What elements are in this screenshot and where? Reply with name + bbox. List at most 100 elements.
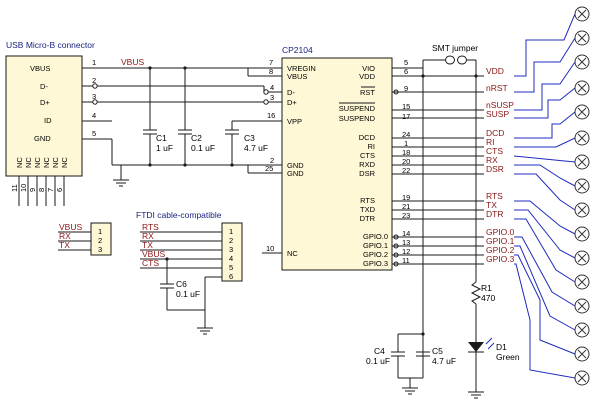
chip-pin-label-nc: NC — [287, 249, 298, 258]
chip-left-pin-number: 8 — [269, 67, 273, 76]
right-pinout-circles — [574, 6, 590, 386]
usb-nc-number: 9 — [28, 188, 37, 192]
chip-pin-label-suspend: SUSPEND — [339, 114, 376, 123]
c1-value: 1 uF — [156, 143, 173, 153]
chip-right-pin-labels: VIO VDD RST SUSPEND SUSPEND DCD RI CTS R… — [339, 64, 388, 268]
chip-right-pin-number: 24 — [402, 130, 410, 139]
chip-right-pin-number: 5 — [404, 58, 408, 67]
chip-right-pin-number: 9 — [404, 84, 408, 93]
chip-pin-label-gpio0: GPIO.0 — [363, 232, 388, 241]
c3-name: C3 — [244, 133, 255, 143]
chip-right-pin-numbers: 5 6 9 15 17 24 1 18 20 22 19 21 23 14 13… — [402, 58, 410, 265]
usb-nc-number: 8 — [37, 188, 46, 192]
chip-pin-label-vbus: VBUS — [287, 72, 307, 81]
usb-pin-number: 1 — [92, 58, 96, 67]
ftdi-net-label: RX — [142, 231, 154, 241]
ftdi-net-label: RTS — [142, 222, 159, 232]
chip-pin-label-vregin: VREGIN — [287, 64, 316, 73]
usb-connector-box — [5, 55, 83, 177]
ftdi-pin-number: 4 — [229, 254, 233, 263]
usb-pin-dplus-label: D+ — [40, 98, 50, 107]
capacitor-c3: C3 4.7 uF — [225, 120, 268, 165]
net-label: nSUSP — [486, 100, 514, 110]
ftdi-pin-number: 2 — [229, 236, 233, 245]
serial-net-label: VBUS — [59, 222, 82, 232]
r1-name: R1 — [481, 283, 492, 293]
usb-pin-wires: 1 2 3 4 5 — [82, 58, 248, 140]
chip-left-pins: 7 8 4 3 16 2 25 10 VREGIN VBUS D- D+ VPP… — [247, 58, 316, 258]
usb-pin-vbus-label: VBUS — [30, 64, 50, 73]
c3-value: 4.7 uF — [244, 143, 268, 153]
net-label: DSR — [486, 164, 504, 174]
usb-nc-label: NC — [33, 157, 42, 168]
net-label: CTS — [486, 146, 503, 156]
net-label: nRST — [486, 83, 508, 93]
usb-pin-number: 3 — [92, 92, 96, 101]
net-label: GPIO.3 — [486, 254, 515, 264]
net-label: VDD — [486, 66, 504, 76]
chip-pin-label-dcd: DCD — [359, 133, 376, 142]
chip-title: CP2104 — [282, 45, 313, 55]
chip-pin-label-gpio1: GPIO.1 — [363, 241, 388, 250]
serial-pin-number: 2 — [98, 236, 102, 245]
usb-pin-dminus-label: D- — [40, 82, 48, 91]
chip-pin-label-vdd: VDD — [359, 72, 375, 81]
usb-connector-title: USB Micro-B connector — [6, 40, 95, 50]
net-label: RX — [486, 155, 498, 165]
ftdi-pin-number: 3 — [229, 245, 233, 254]
resistor-r1-led-d1: R1 470 D1 Green — [468, 76, 520, 399]
net-label: GPIO.0 — [486, 227, 515, 237]
usb-pin-number: 2 — [92, 76, 96, 85]
chip-pin-label-dsr: DSR — [359, 169, 375, 178]
chip-right-wires — [392, 55, 484, 360]
c6-name: C6 — [176, 279, 187, 289]
capacitor-c1: C1 1 uF — [143, 66, 173, 165]
capacitor-c4-c5: C4 0.1 uF C5 4.7 uF — [366, 332, 456, 395]
usb-data-lines — [92, 83, 269, 105]
smt-jumper-pad-left — [445, 55, 455, 65]
chip-left-pin-number: 4 — [270, 83, 274, 92]
chip-pin-label-rts: RTS — [360, 196, 375, 205]
serial-net-label: TX — [59, 240, 70, 250]
ftdi-header: FTDI cable-compatible RTS RX TX VBUS CTS… — [136, 210, 243, 335]
chip-right-pin-number: 6 — [404, 67, 408, 76]
c4-value: 0.1 uF — [366, 356, 390, 366]
c5-name: C5 — [432, 346, 443, 356]
ftdi-title: FTDI cable-compatible — [136, 210, 222, 220]
chip-pin-label-cts: CTS — [360, 151, 375, 160]
c2-value: 0.1 uF — [191, 143, 215, 153]
usb-nc-label: NC — [15, 157, 24, 168]
chip-right-pin-number: 1 — [404, 139, 408, 148]
chip-left-pin-number: 7 — [269, 58, 273, 67]
net-label: DCD — [486, 128, 504, 138]
c4-name: C4 — [374, 346, 385, 356]
capacitor-c2: C2 0.1 uF — [178, 66, 215, 165]
chip-pin-label-vio: VIO — [362, 64, 375, 73]
chip-right-pin-number: 13 — [402, 238, 410, 247]
chip-pin-label-vpp: VPP — [287, 117, 302, 126]
c5-value: 4.7 uF — [432, 356, 456, 366]
net-label: SUSP — [486, 109, 509, 119]
serial-net-label: RX — [59, 231, 71, 241]
ftdi-net-label: CTS — [142, 258, 159, 268]
chip-pin-label-rst: RST — [360, 88, 375, 97]
usb-vbus-net-label: VBUS — [121, 57, 144, 67]
chip-pin-label-gpio3: GPIO.3 — [363, 259, 388, 268]
chip-pin-label-dplus: D+ — [287, 98, 297, 107]
usb-nc-label: NC — [60, 157, 69, 168]
chip-left-pin-number: 2 — [270, 156, 274, 165]
chip-right-pin-number: 20 — [402, 157, 410, 166]
chip-right-pin-number: 17 — [402, 112, 410, 121]
chip-right-pin-number: 15 — [402, 102, 410, 111]
chip-left-pin-number: 16 — [267, 111, 275, 120]
usb-nc-number: 11 — [10, 184, 19, 192]
smt-jumper-pad-right — [457, 55, 467, 65]
serial-pin-number: 3 — [98, 245, 102, 254]
net-label: RTS — [486, 191, 503, 201]
chip-pin-label-gpio2: GPIO.2 — [363, 250, 388, 259]
net-label: GPIO.2 — [486, 245, 515, 255]
net-label: TX — [486, 200, 497, 210]
chip-left-pin-number: 3 — [270, 93, 274, 102]
chip-right-pin-number: 18 — [402, 148, 410, 157]
chip-right-pin-number: 21 — [402, 202, 410, 211]
